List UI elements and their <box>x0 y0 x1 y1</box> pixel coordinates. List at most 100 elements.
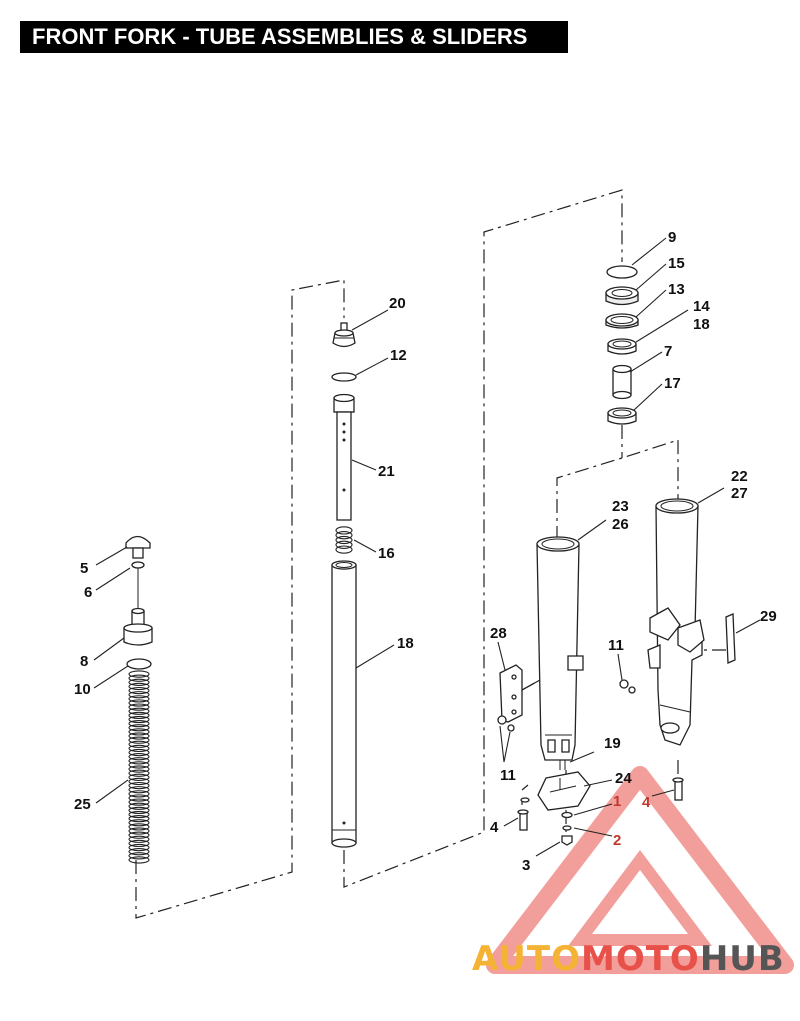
spring-coil <box>128 674 150 682</box>
callout-11-right: 11 <box>608 637 624 654</box>
callout-27: 27 <box>731 485 748 502</box>
spring-coil <box>128 765 150 773</box>
part-11-screws <box>497 679 636 732</box>
spring-coil <box>128 852 150 860</box>
page-title: FRONT FORK - TUBE ASSEMBLIES & SLIDERS <box>20 21 568 53</box>
callout-10: 10 <box>74 681 91 698</box>
callout-14: 14 <box>693 298 710 315</box>
spring-coil <box>128 678 150 686</box>
spring-coil <box>128 719 150 728</box>
part-20-valve <box>332 322 356 348</box>
spring-coil <box>128 691 150 699</box>
spring-coil <box>128 802 150 810</box>
callout-19: 19 <box>604 735 621 752</box>
slider-left-23 <box>536 536 584 770</box>
spring-coil <box>128 736 150 744</box>
callout-15: 15 <box>668 255 685 272</box>
spring-coil <box>128 732 150 740</box>
leader-lines <box>93 237 761 857</box>
spring-coil <box>128 724 150 732</box>
seal-stack <box>605 265 639 425</box>
callout-3: 3 <box>522 857 530 874</box>
callout-12: 12 <box>390 347 407 364</box>
spring-assembly <box>123 535 153 864</box>
spring-coil <box>128 839 150 848</box>
lower-hardware <box>517 777 684 846</box>
callout-18-bushing: 18 <box>693 316 710 333</box>
part-5-bolt <box>125 535 151 559</box>
spring-coil <box>128 715 150 724</box>
spring-coil <box>128 810 150 819</box>
callout-9: 9 <box>668 229 676 246</box>
spring-coil <box>128 703 150 711</box>
part-13-washer <box>605 313 639 329</box>
spring-coil <box>128 769 150 777</box>
part-washer <box>520 797 530 803</box>
spring-coil <box>128 777 150 786</box>
spring-coil <box>128 823 150 831</box>
part-12-snap-ring <box>331 372 357 382</box>
callout-23: 23 <box>612 498 629 515</box>
part-29-dowel <box>725 613 736 664</box>
callout-21: 21 <box>378 463 395 480</box>
spring-coil <box>128 699 150 707</box>
part-1-washer <box>561 811 573 819</box>
slider-right-22 <box>647 498 705 746</box>
spring-coil <box>128 794 150 802</box>
damper-assembly <box>331 322 357 848</box>
callout-18-tube: 18 <box>397 635 414 652</box>
callout-22: 22 <box>731 468 748 485</box>
spring-coil <box>128 843 150 852</box>
callout-4-right: 4 <box>642 794 651 811</box>
part-28-plate <box>499 664 523 723</box>
spring-coil <box>128 798 150 806</box>
spring-coil <box>128 790 150 798</box>
callout-20: 20 <box>389 295 406 312</box>
callout-labels: 20 12 21 16 18 9 15 13 14 18 7 17 22 27 … <box>74 229 777 874</box>
callout-24: 24 <box>615 770 632 787</box>
part-15-seal <box>605 286 639 306</box>
callout-29: 29 <box>760 608 777 625</box>
spring-coil <box>335 535 353 545</box>
part-2-washer <box>562 825 572 831</box>
spring-coil <box>128 848 150 856</box>
callout-8: 8 <box>80 653 88 670</box>
part-16-rebound-spring <box>335 526 353 554</box>
spring-coil <box>128 827 150 835</box>
spring-coil <box>128 806 150 815</box>
part-6-washer <box>131 561 145 569</box>
spring-coil <box>128 695 150 703</box>
spring-coil <box>128 761 150 769</box>
callout-2: 2 <box>613 832 621 849</box>
part-14-bushing <box>607 338 637 355</box>
callout-26: 26 <box>612 516 629 533</box>
spring-coil <box>128 744 150 753</box>
spring-coil <box>128 707 150 715</box>
callout-1: 1 <box>613 793 621 810</box>
watermark-hub: HUB <box>700 939 785 979</box>
spring-coil <box>335 545 353 554</box>
spring-coil <box>128 757 150 765</box>
spring-coil <box>128 728 150 736</box>
part-21-damper-rod <box>333 393 355 521</box>
spring-coil <box>335 531 353 540</box>
callout-17: 17 <box>664 375 681 392</box>
spring-coil <box>128 711 150 720</box>
spring-coil <box>128 819 150 827</box>
spring-coil <box>128 814 150 823</box>
spring-coil <box>128 773 150 781</box>
part-4-bolt-left <box>517 809 529 831</box>
callout-16: 16 <box>378 545 395 562</box>
part-9-retaining-ring <box>606 265 638 279</box>
part-7-spacer <box>612 364 632 400</box>
part-10-oring <box>126 658 152 670</box>
spring-coil <box>335 540 353 549</box>
spring-coil <box>128 831 150 839</box>
callout-7: 7 <box>664 343 672 360</box>
part-24-block <box>537 771 591 811</box>
part-18-fork-tube <box>331 560 357 848</box>
spring-coil <box>128 786 150 794</box>
spring-coil <box>128 748 150 757</box>
callout-11-left: 11 <box>500 767 516 784</box>
